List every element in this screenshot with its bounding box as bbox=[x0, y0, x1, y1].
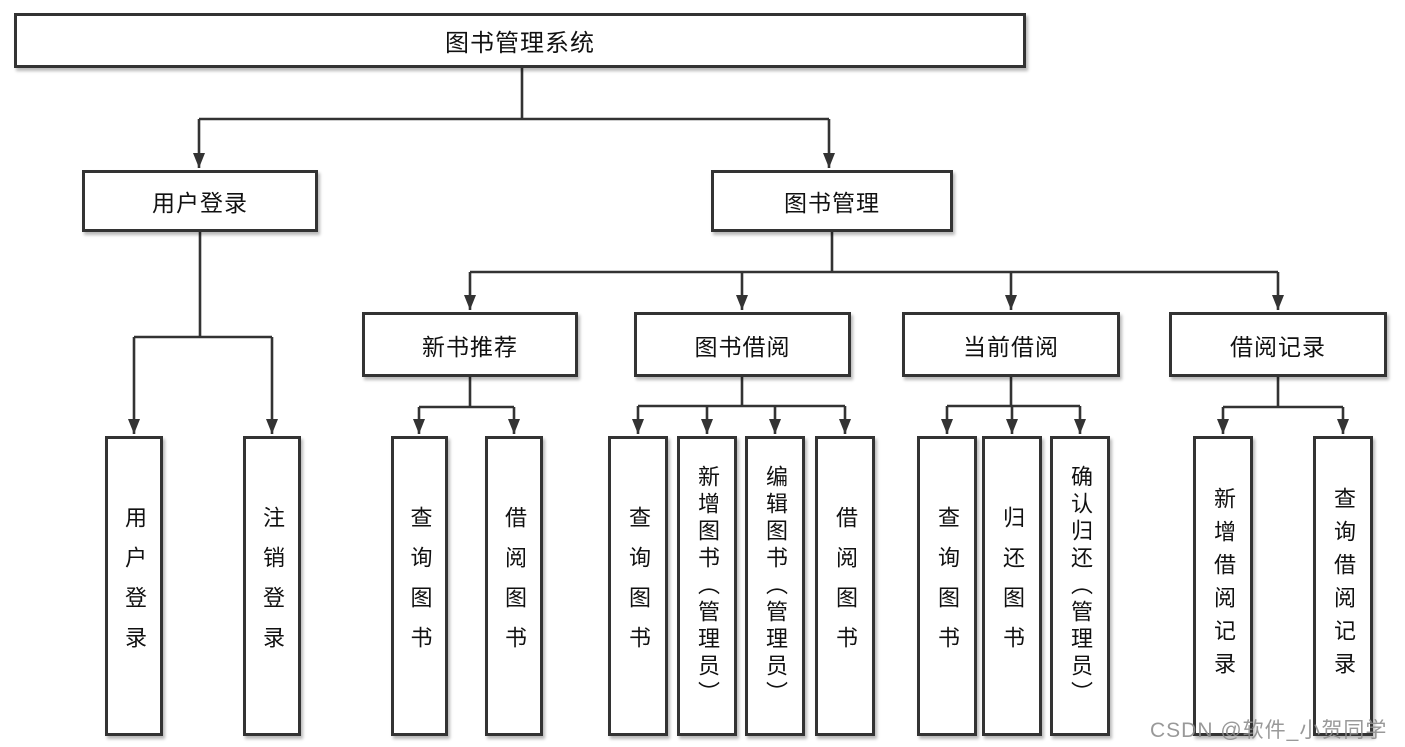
node-label: 新增图书（管理员） bbox=[695, 464, 720, 708]
node-query-borrow-record: 查询借阅记录 bbox=[1313, 436, 1373, 736]
node-label: 注销登录 bbox=[260, 506, 285, 666]
node-query-books-2: 查询图书 bbox=[608, 436, 668, 736]
node-label: 查询借阅记录 bbox=[1331, 487, 1356, 685]
node-borrow-records: 借阅记录 bbox=[1169, 312, 1387, 377]
node-label: 借阅图书 bbox=[833, 506, 858, 666]
node-logout-leaf: 注销登录 bbox=[243, 436, 301, 736]
node-query-books-3: 查询图书 bbox=[917, 436, 977, 736]
node-label: 编辑图书（管理员） bbox=[763, 464, 788, 708]
node-user-login-leaf: 用户登录 bbox=[105, 436, 163, 736]
node-label: 查询图书 bbox=[626, 506, 651, 666]
node-current-borrow: 当前借阅 bbox=[902, 312, 1120, 377]
node-label: 新增借阅记录 bbox=[1211, 487, 1236, 685]
node-book-management: 图书管理 bbox=[711, 170, 953, 232]
node-user-login: 用户登录 bbox=[82, 170, 318, 232]
node-label: 查询图书 bbox=[935, 506, 960, 666]
node-add-books-admin: 新增图书（管理员） bbox=[677, 436, 737, 736]
node-borrow-books-1: 借阅图书 bbox=[485, 436, 543, 736]
node-query-books-1: 查询图书 bbox=[391, 436, 448, 736]
node-label: 查询图书 bbox=[407, 506, 433, 666]
node-book-borrow: 图书借阅 bbox=[634, 312, 851, 377]
csdn-watermark: CSDN @软件_小贺同学 bbox=[1150, 719, 1388, 742]
node-new-book-recommend: 新书推荐 bbox=[362, 312, 578, 377]
node-return-books: 归还图书 bbox=[982, 436, 1042, 736]
node-borrow-books-2: 借阅图书 bbox=[815, 436, 875, 736]
node-confirm-return-admin: 确认归还（管理员） bbox=[1050, 436, 1110, 736]
node-edit-books-admin: 编辑图书（管理员） bbox=[745, 436, 805, 736]
node-label: 确认归还（管理员） bbox=[1068, 464, 1093, 708]
node-label: 用户登录 bbox=[122, 506, 147, 666]
node-add-borrow-record: 新增借阅记录 bbox=[1193, 436, 1253, 736]
node-library-system: 图书管理系统 bbox=[14, 13, 1026, 68]
node-label: 归还图书 bbox=[1000, 506, 1025, 666]
node-label: 借阅图书 bbox=[502, 506, 527, 666]
